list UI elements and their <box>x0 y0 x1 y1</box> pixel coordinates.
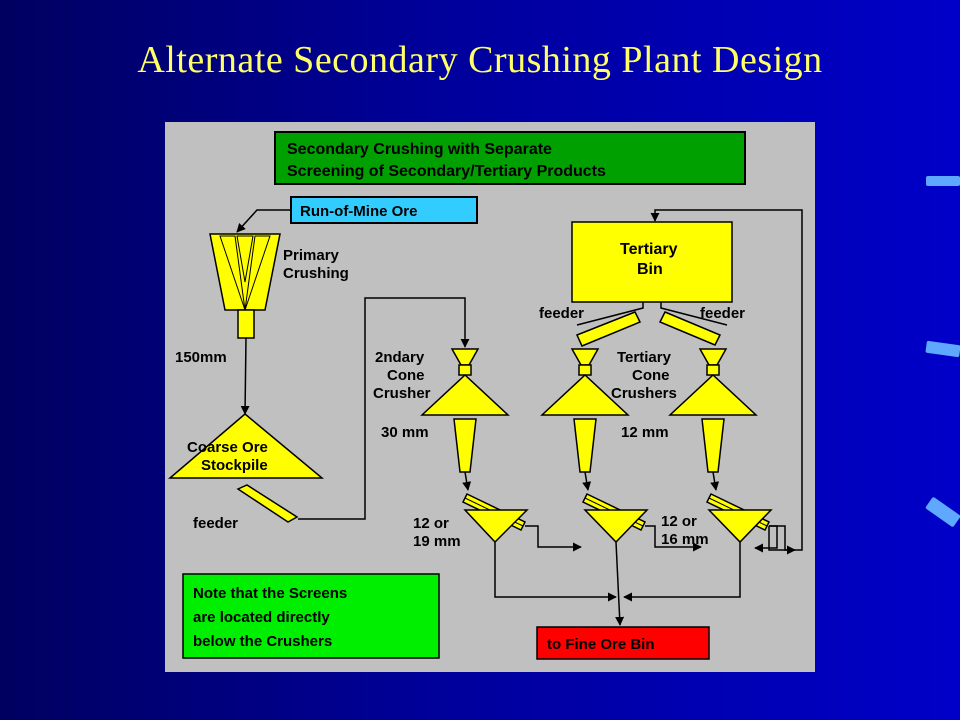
primary-to-stockpile-line <box>240 337 250 415</box>
tertiary-feeder-left-label: feeder <box>539 305 584 322</box>
tertiary-crushers-label-line3: Crushers <box>611 385 677 402</box>
tertiary-bin-box <box>571 221 733 303</box>
note-box <box>182 573 440 659</box>
tertiary-feeder-left-icon <box>575 311 642 347</box>
screen-size-label-a-line2: 19 mm <box>413 533 461 550</box>
undersize-collection-line <box>494 542 617 602</box>
primary-crushing-label-line1: Primary <box>283 247 340 264</box>
stockpile-label-line1: Coarse Ore <box>187 439 268 456</box>
oversize-return-line <box>754 525 778 553</box>
fine-ore-bin-box <box>536 626 710 660</box>
size-12mm-label: 12 mm <box>621 424 669 441</box>
flowsheet-diagram: Secondary Crushing with Separate Screeni… <box>165 122 815 672</box>
bin-discharge-lines <box>660 302 728 326</box>
tertiary-crushers-label-line2: Cone <box>632 367 670 384</box>
oversize-return-line <box>645 525 702 552</box>
slide-accent-mark <box>925 340 960 358</box>
screen-size-label-b-line2: 16 mm <box>661 531 709 548</box>
run-of-mine-label: Run-of-Mine Ore <box>300 203 418 220</box>
oversize-return-line <box>525 525 582 552</box>
tertiary-crushers-label-line1: Tertiary <box>617 349 672 366</box>
screen-size-label-a-line1: 12 or <box>413 515 449 532</box>
tertiary-cone-crusher-icon <box>540 348 630 473</box>
note-text-line3: below the Crushers <box>193 633 332 650</box>
secondary-crusher-label-line1: 2ndary <box>375 349 425 366</box>
note-text-line2: are located directly <box>193 609 330 626</box>
secondary-crusher-label-line3: Crusher <box>373 385 431 402</box>
coarse-ore-stockpile-icon <box>167 413 325 479</box>
secondary-cone-crusher-icon <box>420 348 510 473</box>
rom-feed-arrow <box>236 209 291 233</box>
screen-size-label-b-line1: 12 or <box>661 513 697 530</box>
header-box <box>274 131 746 185</box>
size-30mm-label: 30 mm <box>381 424 429 441</box>
note-text-line1: Note that the Screens <box>193 585 347 602</box>
crusher-discharge-arrow <box>582 471 592 491</box>
oversize-return-line <box>650 209 803 551</box>
stockpile-feeder-icon <box>236 484 299 523</box>
primary-crusher-icon <box>209 233 281 339</box>
tertiary-bin-label-line1: Tertiary <box>620 241 678 258</box>
stockpile-feeder-label: feeder <box>193 515 238 532</box>
fine-ore-bin-label: to Fine Ore Bin <box>547 636 655 653</box>
slide-accent-mark <box>925 496 960 528</box>
header-text-line1: Secondary Crushing with Separate <box>287 141 552 158</box>
slide-accent-mark <box>926 176 960 186</box>
vibrating-screen-icon <box>461 493 529 544</box>
run-of-mine-box <box>290 196 478 224</box>
vibrating-screen-icon <box>581 493 649 544</box>
vibrating-screen-icon <box>705 493 773 544</box>
undersize-collection-line <box>615 541 625 626</box>
crusher-discharge-arrow <box>710 471 720 491</box>
stockpile-label-line2: Stockpile <box>201 457 268 474</box>
primary-crushing-label-line2: Crushing <box>283 265 349 282</box>
slide-title: Alternate Secondary Crushing Plant Desig… <box>137 39 823 81</box>
tertiary-feeder-right-label: feeder <box>700 305 745 322</box>
conveyor-to-secondary-arrow <box>298 297 470 520</box>
size-150mm-label: 150mm <box>175 349 227 366</box>
header-text-line2: Screening of Secondary/Tertiary Products <box>287 163 606 180</box>
bin-discharge-lines <box>576 302 644 326</box>
tertiary-feeder-right-icon <box>658 311 722 346</box>
undersize-collection-line <box>623 542 741 602</box>
tertiary-bin-label-line2: Bin <box>637 261 663 278</box>
oversize-return-line <box>768 526 796 555</box>
crusher-discharge-arrow <box>462 471 472 491</box>
flowsheet-svg: Secondary Crushing with Separate Screeni… <box>167 131 803 660</box>
tertiary-cone-crusher-icon <box>668 348 758 473</box>
secondary-crusher-label-line2: Cone <box>387 367 425 384</box>
